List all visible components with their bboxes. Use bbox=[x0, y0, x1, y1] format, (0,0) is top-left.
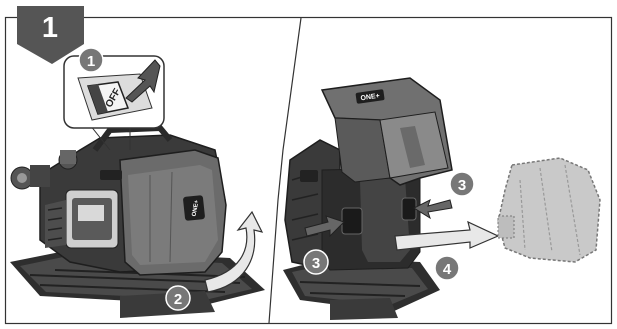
step-badge: 1 bbox=[17, 6, 84, 64]
callout-4: 4 bbox=[434, 255, 460, 281]
step-number: 1 bbox=[42, 12, 58, 44]
remove-arrow bbox=[394, 220, 500, 251]
callout-2-label: 2 bbox=[174, 291, 182, 308]
left-panel: ONE+ OFF 1 2 bbox=[10, 47, 265, 318]
battery-installed: ONE+ bbox=[100, 149, 227, 276]
callout-3b: 3 bbox=[303, 249, 329, 275]
callout-2: 2 bbox=[165, 285, 191, 311]
panel-divider bbox=[268, 17, 302, 324]
release-button-left bbox=[341, 207, 363, 235]
zoom-leader bbox=[89, 124, 131, 151]
press-arrow-right bbox=[412, 199, 453, 220]
callout-4-label: 4 bbox=[443, 261, 452, 278]
callout-3a: 3 bbox=[449, 171, 475, 197]
battery-removed-ghost bbox=[497, 157, 601, 263]
press-arrow-left bbox=[304, 215, 345, 238]
callout-1: 1 bbox=[78, 47, 104, 73]
battery-cover-lifted: ONE+ bbox=[320, 77, 453, 186]
brand-mark-right: ONE+ bbox=[355, 89, 385, 104]
power-switch: OFF bbox=[86, 81, 130, 115]
lift-arrow bbox=[204, 210, 264, 293]
illustration-frame bbox=[4, 16, 613, 325]
callout-3b-label: 3 bbox=[312, 255, 320, 272]
brand-mark-text-right: ONE+ bbox=[360, 93, 380, 103]
right-panel: ONE+ 3 3 4 bbox=[283, 77, 601, 320]
release-button-right bbox=[401, 197, 417, 221]
callout-1-label: 1 bbox=[87, 53, 95, 70]
switch-zoom-inset: OFF bbox=[63, 55, 165, 129]
brand-mark-left: ONE+ bbox=[183, 195, 205, 221]
brand-mark-text-left: ONE+ bbox=[192, 199, 201, 217]
switch-push-arrow bbox=[125, 59, 161, 103]
callout-3a-label: 3 bbox=[458, 177, 466, 194]
